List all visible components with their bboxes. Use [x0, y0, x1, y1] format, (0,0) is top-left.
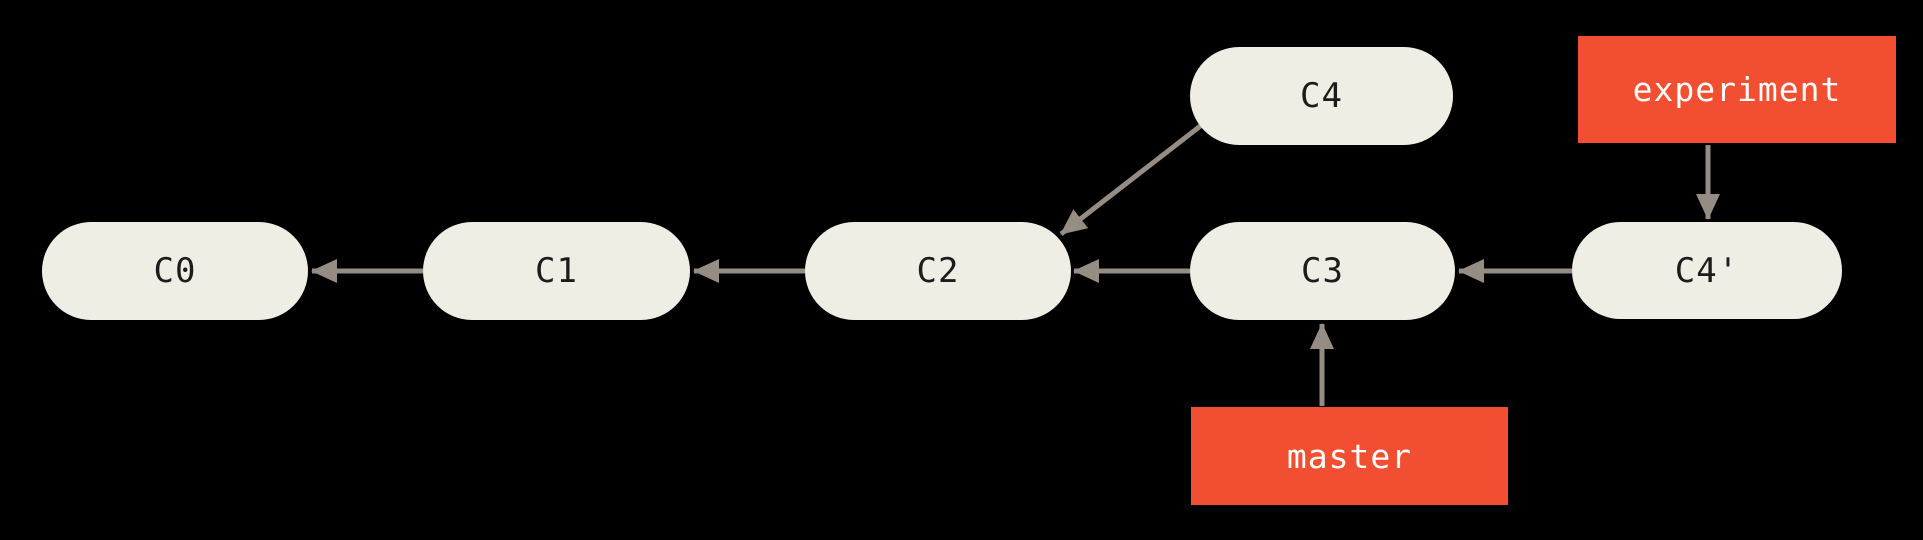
commit-node-c2: C2	[805, 222, 1071, 320]
commit-node-c4: C4	[1190, 47, 1453, 145]
commit-node-c3: C3	[1190, 222, 1455, 320]
branch-name: master	[1286, 436, 1413, 476]
edge-c4-c2	[1059, 122, 1205, 236]
commit-node-c0: C0	[42, 222, 308, 320]
commit-label: C1	[535, 251, 578, 291]
branch-name: experiment	[1632, 70, 1842, 109]
commit-label: C4	[1300, 76, 1343, 116]
commit-label: C0	[153, 251, 197, 291]
branch-label-experiment: experiment	[1578, 36, 1896, 143]
commit-node-c4-prime: C4'	[1572, 222, 1842, 319]
branch-label-master: master	[1191, 407, 1508, 505]
commit-label: C3	[1301, 251, 1344, 291]
commit-label: C2	[916, 251, 960, 291]
commit-node-c1: C1	[423, 222, 690, 320]
commit-label: C4'	[1674, 250, 1740, 291]
